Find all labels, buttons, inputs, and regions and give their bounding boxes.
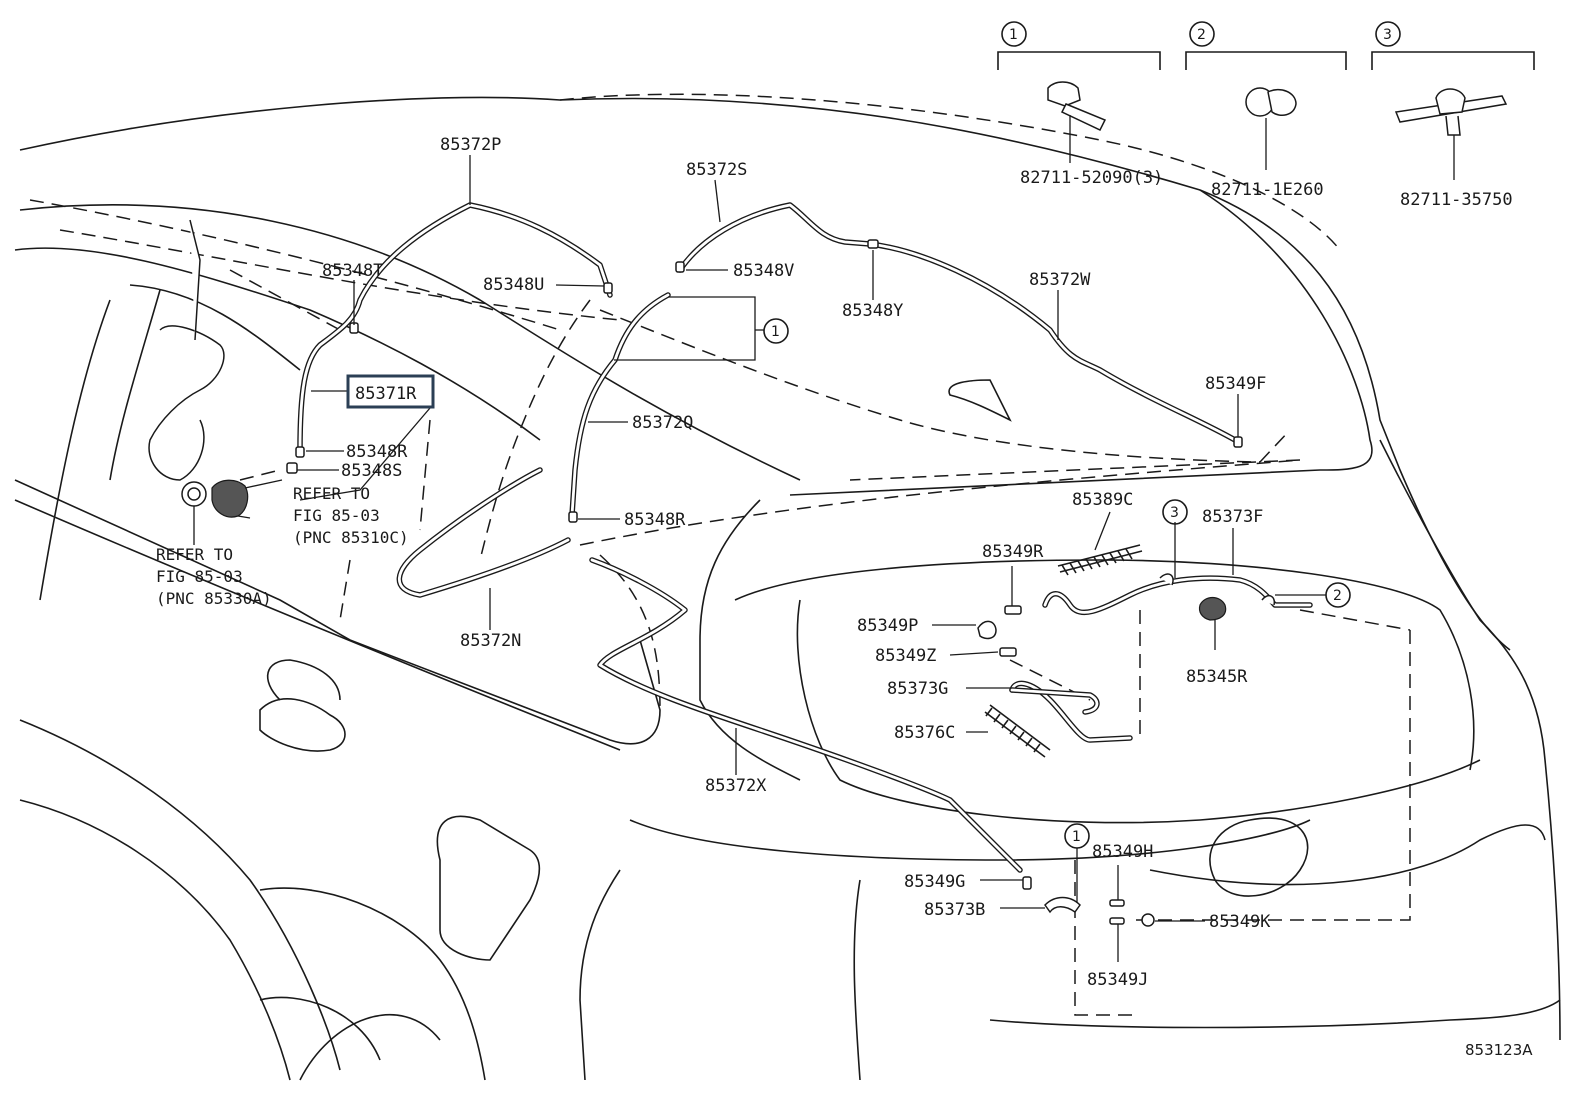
label-85348Y[interactable]: 85348Y	[842, 301, 903, 321]
label-85349J[interactable]: 85349J	[1087, 970, 1148, 990]
svg-text:1: 1	[771, 324, 780, 340]
label-85349R[interactable]: 85349R	[982, 542, 1044, 562]
part-labels: 85372P 85372S 85348T 85348U 85348V 85348…	[322, 135, 1271, 990]
label-85372Q[interactable]: 85372Q	[632, 413, 693, 433]
label-85349P[interactable]: 85349P	[857, 616, 918, 636]
washer-hoses	[297, 202, 1313, 873]
callout-circles: 1 3 2 1	[763, 318, 1351, 849]
label-85345R[interactable]: 85345R	[1186, 667, 1248, 687]
reference-note-85310C: REFER TO FIG 85-03 (PNC 85310C)	[293, 484, 409, 547]
clip-part-82711-1E260[interactable]: 82711-1E260	[1211, 180, 1324, 200]
ref2-line2: FIG 85-03	[156, 567, 243, 586]
label-85376C[interactable]: 85376C	[894, 723, 955, 743]
label-85348V[interactable]: 85348V	[733, 261, 794, 281]
svg-text:1: 1	[1072, 829, 1081, 845]
label-85373F[interactable]: 85373F	[1202, 507, 1263, 527]
ref1-line2: FIG 85-03	[293, 506, 380, 525]
springs	[984, 544, 1143, 758]
ref2-line3[interactable]: (PNC 85330A)	[156, 589, 272, 608]
clip-legend-3: 3 82711-35750	[1371, 21, 1535, 210]
clip-legend: 1 82711-52090(3) 2 82711-1E260 3 82711-3…	[997, 21, 1535, 210]
label-85372N[interactable]: 85372N	[460, 631, 521, 651]
label-85372W[interactable]: 85372W	[1029, 270, 1091, 290]
clip-legend-1: 1 82711-52090(3)	[997, 21, 1163, 188]
callout-1-upper: 1	[763, 318, 789, 344]
svg-text:1: 1	[1009, 27, 1018, 43]
label-85348R-upper[interactable]: 85348R	[346, 442, 408, 462]
washer-pump-parts	[148, 219, 1276, 621]
label-85373G[interactable]: 85373G	[887, 679, 948, 699]
label-85372X[interactable]: 85372X	[705, 776, 767, 796]
callout-1-lower: 1	[1064, 823, 1090, 849]
label-85348T[interactable]: 85348T	[322, 261, 383, 281]
ref2-line1: REFER TO	[156, 545, 233, 564]
ref1-line3[interactable]: (PNC 85310C)	[293, 528, 409, 547]
label-85348R-lower[interactable]: 85348R	[624, 510, 686, 530]
figure-code: 853123A	[1465, 1041, 1533, 1059]
vehicle-body-outline	[14, 96, 1561, 1081]
clip-part-82711-52090[interactable]: 82711-52090(3)	[1020, 168, 1163, 188]
label-85372P[interactable]: 85372P	[440, 135, 501, 155]
label-85349H[interactable]: 85349H	[1092, 842, 1153, 862]
label-85373B[interactable]: 85373B	[924, 900, 985, 920]
reference-note-85330A: REFER TO FIG 85-03 (PNC 85330A)	[156, 545, 272, 608]
svg-text:3: 3	[1383, 27, 1392, 43]
clip-legend-2: 2 82711-1E260	[1185, 21, 1347, 200]
connector-parts	[286, 239, 1243, 927]
callout-2: 2	[1325, 582, 1351, 608]
svg-text:3: 3	[1170, 505, 1179, 521]
callout-3: 3	[1162, 499, 1188, 525]
ref1-line1: REFER TO	[293, 484, 370, 503]
label-85349K[interactable]: 85349K	[1209, 912, 1271, 932]
label-85371R[interactable]: 85371R	[355, 384, 417, 404]
label-85372S[interactable]: 85372S	[686, 160, 747, 180]
clip-part-82711-35750[interactable]: 82711-35750	[1400, 190, 1513, 210]
label-85349G[interactable]: 85349G	[904, 872, 965, 892]
label-85349F[interactable]: 85349F	[1205, 374, 1266, 394]
svg-text:2: 2	[1197, 27, 1206, 43]
highlight-box-85371R	[346, 374, 435, 409]
label-85349Z[interactable]: 85349Z	[875, 646, 936, 666]
svg-text:2: 2	[1333, 588, 1342, 604]
label-85348U[interactable]: 85348U	[483, 275, 544, 295]
label-85389C[interactable]: 85389C	[1072, 490, 1133, 510]
label-85348S[interactable]: 85348S	[341, 461, 402, 481]
leader-lines	[193, 155, 1326, 962]
